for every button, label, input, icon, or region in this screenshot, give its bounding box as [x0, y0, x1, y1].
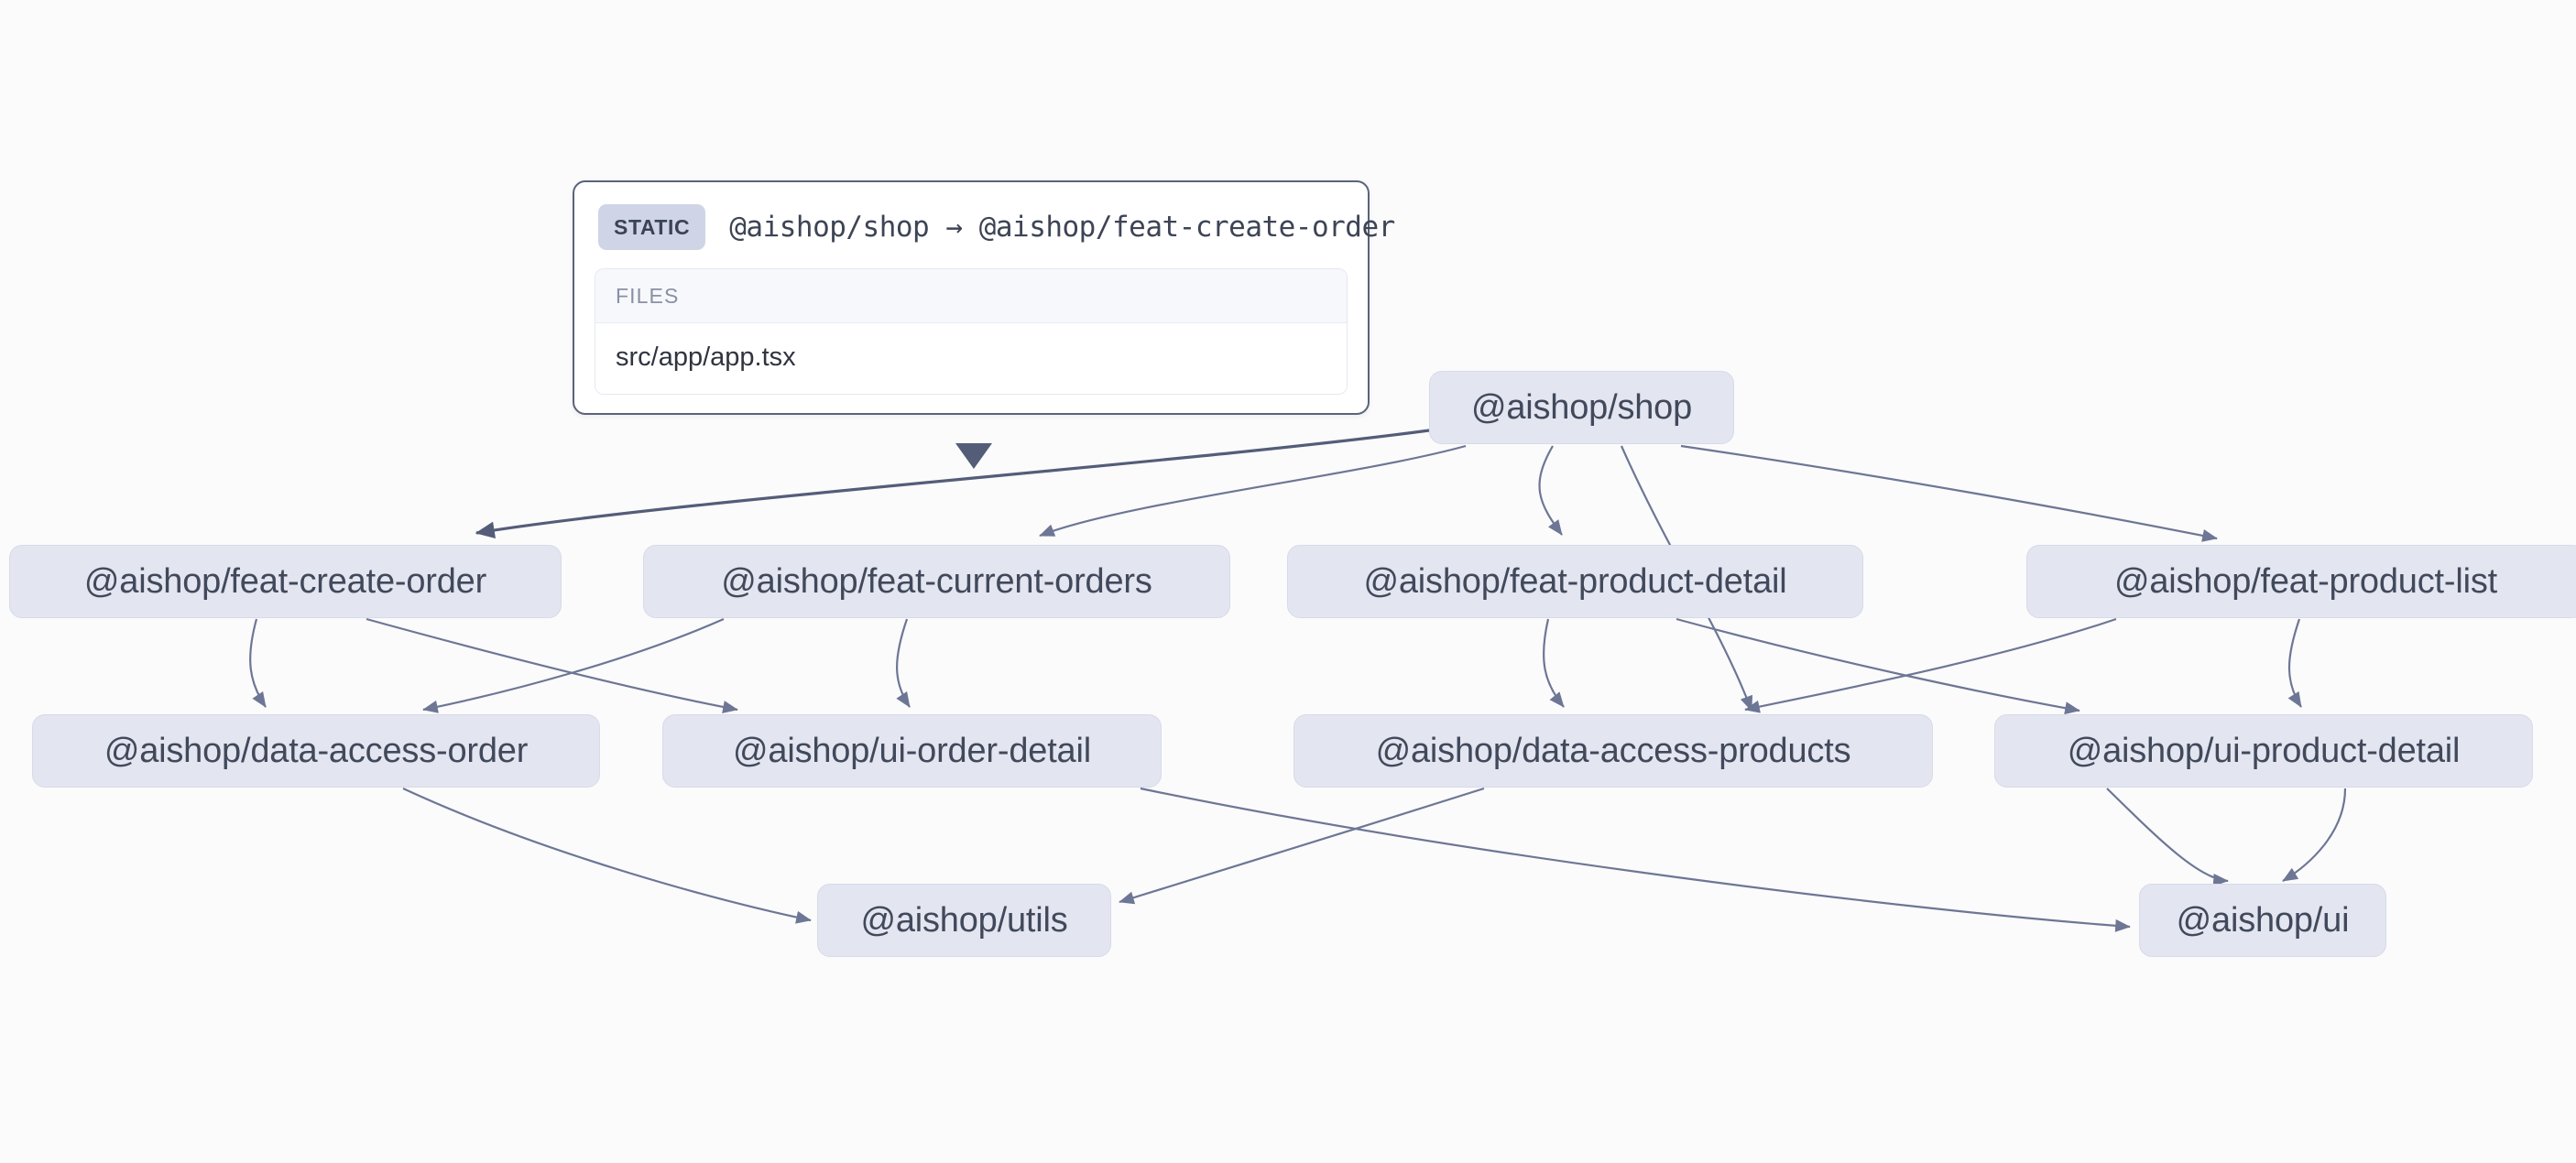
graph-edge-shop-to-feat-current-orders[interactable] [1039, 444, 1467, 538]
graph-node-ui[interactable]: @aishop/ui [2139, 884, 2386, 957]
tooltip-title: @aishop/shop → @aishop/feat-create-order [729, 211, 1395, 244]
graph-edge-data-access-products-to-utils[interactable] [1119, 787, 1485, 905]
graph-node-label: @aishop/feat-product-detail [1363, 562, 1787, 601]
graph-node-shop[interactable]: @aishop/shop [1429, 371, 1734, 444]
graph-node-label: @aishop/utils [860, 901, 1068, 940]
graph-edge-shop-to-feat-create-order[interactable] [475, 429, 1430, 539]
graph-node-ui-order-detail[interactable]: @aishop/ui-order-detail [662, 714, 1162, 788]
graph-node-label: @aishop/ui [2176, 901, 2350, 940]
graph-node-feat-product-list[interactable]: @aishop/feat-product-list [2026, 545, 2576, 618]
graph-node-feat-product-detail[interactable]: @aishop/feat-product-detail [1287, 545, 1863, 618]
file-row: src/app/app.tsx [595, 323, 1347, 394]
graph-edge-feat-product-detail-to-data-access-products[interactable] [1543, 618, 1565, 708]
graph-node-label: @aishop/feat-create-order [83, 562, 487, 601]
graph-edge-shop-to-feat-product-detail[interactable] [1538, 445, 1563, 536]
status-badge: STATIC [598, 204, 706, 250]
graph-node-utils[interactable]: @aishop/utils [817, 884, 1111, 957]
graph-node-data-access-products[interactable]: @aishop/data-access-products [1293, 714, 1933, 788]
graph-node-label: @aishop/data-access-products [1375, 732, 1851, 770]
graph-edge-ui-order-detail-to-ui[interactable] [1140, 787, 2131, 932]
graph-edge-feat-create-order-to-ui-order-detail[interactable] [366, 617, 738, 713]
graph-node-label: @aishop/data-access-order [104, 732, 529, 770]
graph-node-feat-current-orders[interactable]: @aishop/feat-current-orders [643, 545, 1230, 618]
graph-node-label: @aishop/ui-order-detail [733, 732, 1091, 770]
files-panel-header: FILES [595, 269, 1347, 323]
graph-node-ui-product-detail[interactable]: @aishop/ui-product-detail [1994, 714, 2533, 788]
files-list: src/app/app.tsx [595, 323, 1347, 394]
graph-node-feat-create-order[interactable]: @aishop/feat-create-order [9, 545, 562, 618]
graph-edge-data-access-order-to-utils[interactable] [402, 788, 812, 924]
graph-edge-feat-current-orders-to-ui-order-detail[interactable] [896, 618, 911, 708]
graph-edge-ui-product-detail-to-ui[interactable] [2282, 788, 2347, 882]
graph-edge-feat-product-detail-to-ui-product-detail[interactable] [1675, 617, 2080, 715]
edge-detail-tooltip[interactable]: STATIC @aishop/shop → @aishop/feat-creat… [573, 180, 1395, 415]
graph-node-label: @aishop/feat-current-orders [721, 562, 1152, 601]
graph-edge-feat-create-order-to-data-access-order[interactable] [249, 618, 267, 708]
tooltip-header: STATIC @aishop/shop → @aishop/feat-creat… [595, 202, 1395, 268]
graph-edge-feat-current-orders-to-data-access-order[interactable] [422, 617, 725, 713]
graph-edge-feat-product-list-to-data-access-products[interactable] [1744, 617, 2117, 713]
graph-node-data-access-order[interactable]: @aishop/data-access-order [32, 714, 600, 788]
highlighted-edge-arrowhead [955, 443, 992, 469]
graph-edge-feat-product-list-to-ui-product-detail[interactable] [2287, 618, 2302, 708]
files-panel: FILES src/app/app.tsx [595, 268, 1348, 395]
graph-edge-ui-product-detail-to-ui[interactable] [2106, 788, 2229, 887]
graph-node-label: @aishop/feat-product-list [2114, 562, 2497, 601]
graph-node-label: @aishop/ui-product-detail [2067, 732, 2461, 770]
graph-node-label: @aishop/shop [1470, 388, 1693, 427]
graph-edge-shop-to-feat-product-list[interactable] [1680, 444, 2218, 542]
